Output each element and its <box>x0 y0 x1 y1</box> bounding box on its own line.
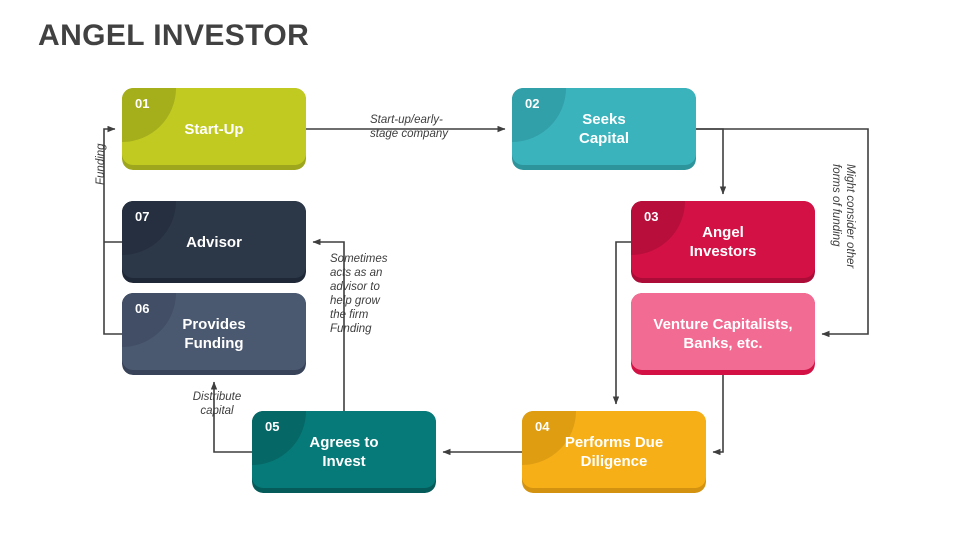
wire-seeks-to-angel <box>696 128 727 195</box>
node-label: Angel Investors <box>689 224 757 260</box>
wire-seeks-to-vc <box>696 128 869 338</box>
node-number: 07 <box>135 209 150 224</box>
node-label: Venture Capitalists, Banks, etc. <box>653 316 793 352</box>
node-label: Agrees to Invest <box>309 434 379 470</box>
node-label: Start-Up <box>184 120 244 138</box>
wire-vc-to-diligence <box>712 375 724 456</box>
annotation-startup-early-stage: Start-up/early- stage company <box>370 114 448 140</box>
node-number: 03 <box>644 209 659 224</box>
node-number: 05 <box>265 419 280 434</box>
wire-provides-to-startup <box>103 125 122 335</box>
annotation-distribute-capital: Distribute capital <box>192 391 242 417</box>
wire-agrees-to-advisor <box>312 238 345 411</box>
node-number: 04 <box>535 419 550 434</box>
wire-agrees-to-provides <box>210 381 252 453</box>
node-venture-capitalists[interactable]: Venture Capitalists, Banks, etc. <box>631 293 815 375</box>
wire-angel-to-diligence <box>612 241 631 405</box>
node-number: 01 <box>135 96 150 111</box>
node-label: Performs Due Diligence <box>564 434 664 470</box>
annotation-funding-left: Funding <box>95 143 107 185</box>
page-title: ANGEL INVESTOR <box>38 19 310 52</box>
node-label: Seeks Capital <box>578 111 629 147</box>
node-number: 06 <box>135 301 150 316</box>
node-face <box>631 293 815 370</box>
annotation-might-consider-other-funding: Might consider other forms of funding <box>830 164 856 269</box>
node-number: 02 <box>525 96 540 111</box>
annotation-sometimes-acts-as-advisor: Sometimes acts as an advisor to help gro… <box>330 253 388 335</box>
node-label: Advisor <box>186 233 242 251</box>
node-label: Provides Funding <box>182 316 246 352</box>
